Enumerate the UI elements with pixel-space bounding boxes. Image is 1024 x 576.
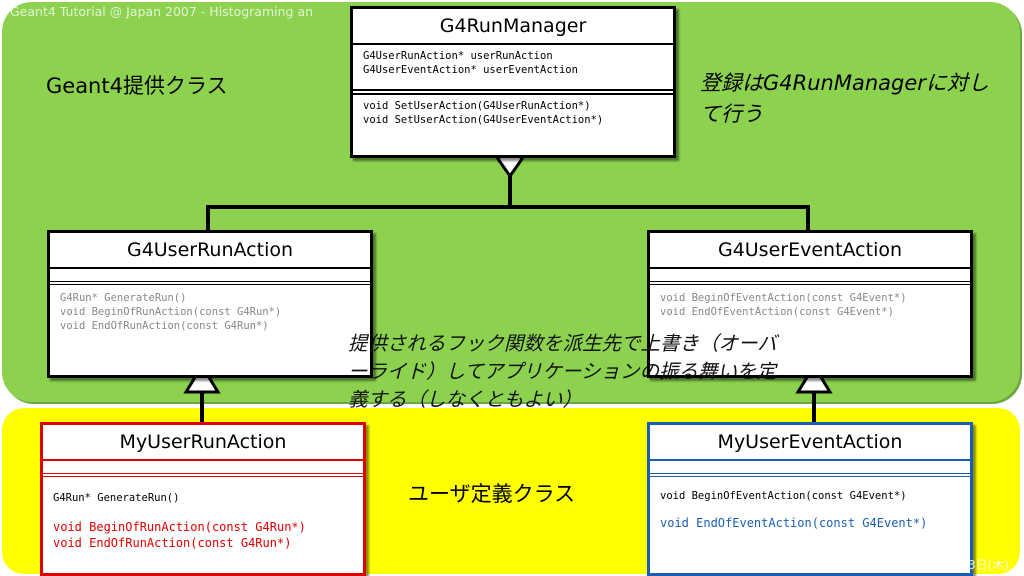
override-operation-row: void EndOfEventAction(const G4Event*) <box>660 516 928 530</box>
class-name: MyUserRunAction <box>43 425 363 461</box>
operation-row: void BeginOfEventAction(const G4Event*) <box>660 490 907 502</box>
class-attributes <box>50 269 370 285</box>
class-attributes <box>650 269 970 285</box>
operation-row: void EndOfEventAction(const G4Event*) <box>660 306 894 318</box>
slide-date: 3日(木) <box>968 558 1009 572</box>
class-attributes: G4UserRunAction* userRunAction G4UserEve… <box>353 45 673 91</box>
operation-row: void BeginOfEventAction(const G4Event*) <box>660 292 907 304</box>
class-myusereventaction: MyUserEventAction void BeginOfEventActio… <box>647 422 973 576</box>
class-name: G4UserEventAction <box>650 233 970 269</box>
class-operations: void SetUserAction(G4UserRunAction*) voi… <box>353 93 673 131</box>
class-attributes <box>43 461 363 477</box>
class-name: MyUserEventAction <box>650 425 970 461</box>
class-name: G4RunManager <box>353 9 673 45</box>
operation-row: void EndOfRunAction(const G4Run*) <box>60 320 269 332</box>
class-operations: G4Run* GenerateRun() void BeginOfRunActi… <box>43 477 363 555</box>
class-g4userrunaction: G4UserRunAction G4Run* GenerateRun() voi… <box>47 230 373 378</box>
attribute-row: G4UserEventAction* userEventAction <box>363 64 578 76</box>
class-operations: G4Run* GenerateRun() void BeginOfRunActi… <box>50 285 370 337</box>
class-g4runmanager: G4RunManager G4UserRunAction* userRunAct… <box>350 6 676 158</box>
override-operation-row: void BeginOfRunAction(const G4Run*) <box>53 520 306 534</box>
class-operations: void BeginOfEventAction(const G4Event*) … <box>650 285 970 323</box>
slide-header: Geant4 Tutorial @ Japan 2007 - Histogram… <box>10 4 314 19</box>
user-classes-label: ユーザ定義クラス <box>408 482 576 506</box>
operation-row: void SetUserAction(G4UserEventAction*) <box>363 114 604 126</box>
register-note: 登録はG4RunManagerに対して行う <box>700 71 989 126</box>
class-myuserrunaction: MyUserRunAction G4Run* GenerateRun() voi… <box>40 422 366 576</box>
operation-row: void BeginOfRunAction(const G4Run*) <box>60 306 282 318</box>
attribute-row: G4UserRunAction* userRunAction <box>363 50 553 62</box>
operation-row: G4Run* GenerateRun() <box>60 292 187 304</box>
hook-note: 提供されるフック関数を派生先で上書き（オーバーライド）してアプリケーションの振る… <box>348 332 777 411</box>
provided-classes-label: Geant4提供クラス <box>46 74 228 98</box>
operation-row: void SetUserAction(G4UserRunAction*) <box>363 100 591 112</box>
override-operation-row: void EndOfRunAction(const G4Run*) <box>53 536 292 550</box>
class-g4usereventaction: G4UserEventAction void BeginOfEventActio… <box>647 230 973 378</box>
class-attributes <box>650 461 970 477</box>
operation-row: G4Run* GenerateRun() <box>53 492 180 504</box>
class-operations: void BeginOfEventAction(const G4Event*) … <box>650 477 970 535</box>
class-name: G4UserRunAction <box>50 233 370 269</box>
